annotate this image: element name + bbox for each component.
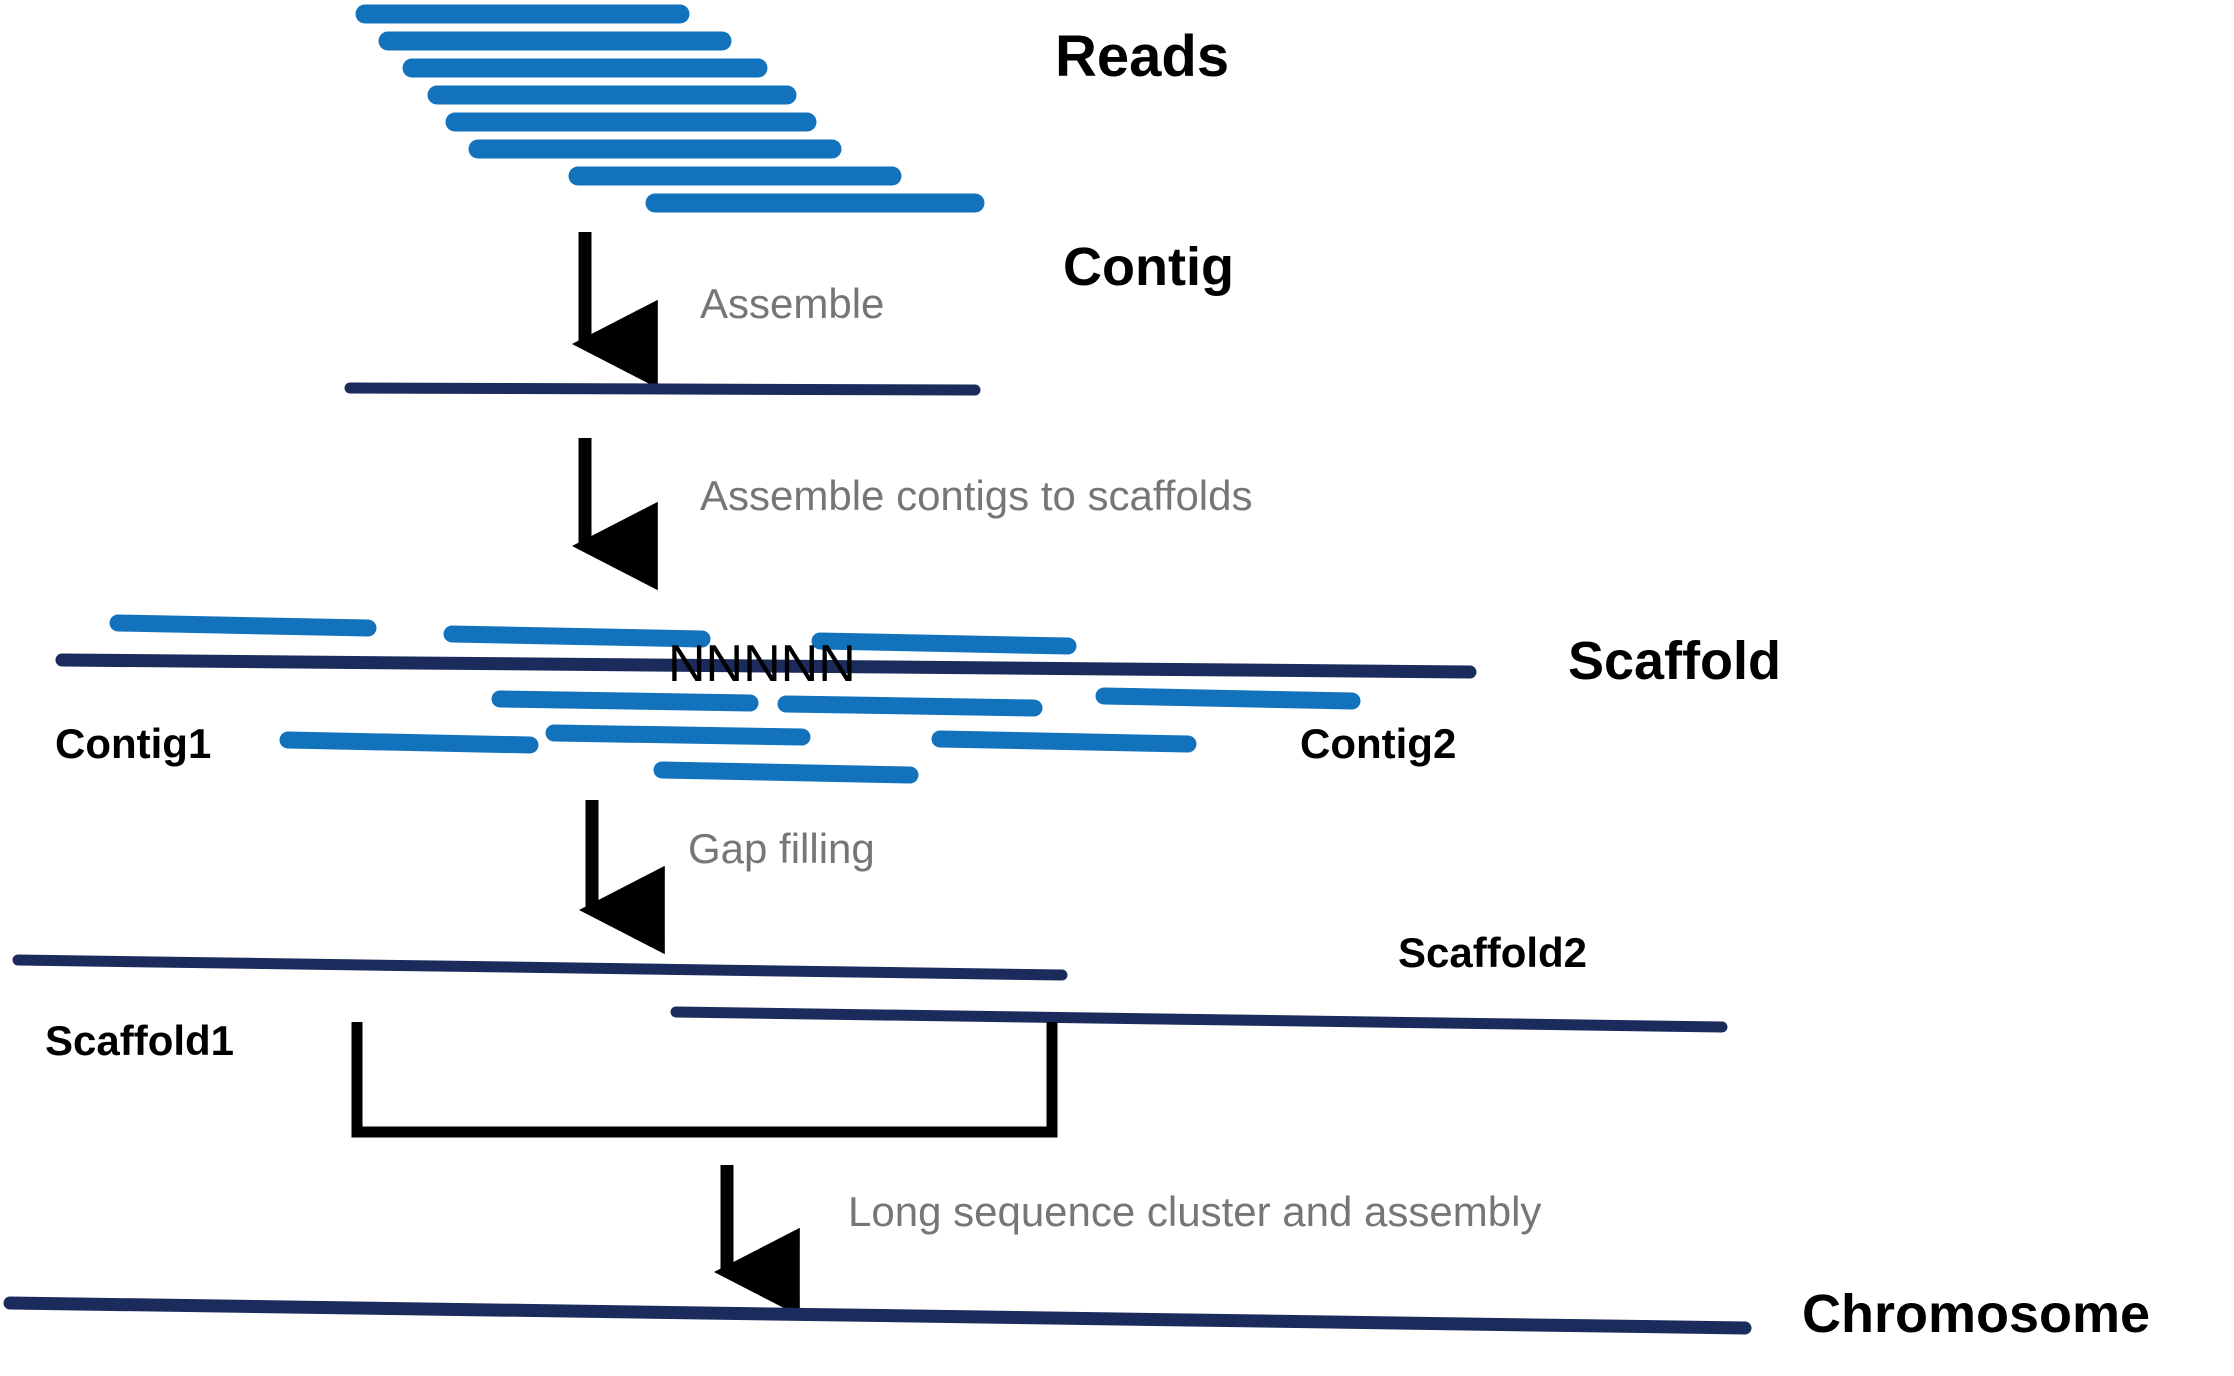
contig-line [344, 382, 981, 396]
scaffold-read-b6 [931, 730, 1197, 753]
stage-label-scaffold1: Scaffold1 [45, 1017, 235, 1064]
scaffold-read-b7 [653, 761, 919, 784]
stage-label-reads: Reads [1055, 24, 1230, 89]
scaffold-read-b4 [279, 731, 539, 754]
step-label-assemble-contigs-to-scaffolds: Assemble contigs to scaffolds [700, 472, 1253, 519]
scaffold-reads-above [109, 614, 1077, 655]
scaffold-read-b2 [777, 695, 1043, 717]
stage-label-contig: Contig [1063, 237, 1234, 297]
scaffold-join-bracket [351, 1022, 1058, 1138]
stage-label-scaffold2: Scaffold2 [1398, 929, 1588, 976]
scaffold1-line [12, 954, 1068, 981]
step-label-gap-filling: Gap filling [688, 825, 875, 872]
scaffold-read-b1 [491, 690, 759, 712]
scaffold-reads-below [279, 687, 1361, 784]
stage-label-chromosome: Chromosome [1802, 1284, 2151, 1344]
scaffold-read-a2 [443, 625, 711, 648]
reads-group [355, 4, 985, 213]
scaffold-read-b3 [1095, 687, 1361, 710]
stage-label-contig1: Contig1 [55, 720, 212, 767]
scaffold-read-a1 [109, 614, 377, 637]
scaffold-read-a3 [811, 632, 1077, 655]
scaffold-read-b5 [545, 724, 811, 746]
chromosome-line [3, 1296, 1752, 1335]
scaffold-backbone-line [55, 653, 1477, 679]
scaffold2-line [670, 1006, 1728, 1033]
gap-marker-nnnnn: NNNNN [668, 635, 856, 693]
stage-label-scaffold: Scaffold [1568, 631, 1782, 691]
step-label-assemble: Assemble [700, 280, 885, 327]
step-label-long-sequence-cluster-and-assembly: Long sequence cluster and assembly [848, 1188, 1542, 1235]
stage-label-contig2: Contig2 [1300, 720, 1457, 767]
